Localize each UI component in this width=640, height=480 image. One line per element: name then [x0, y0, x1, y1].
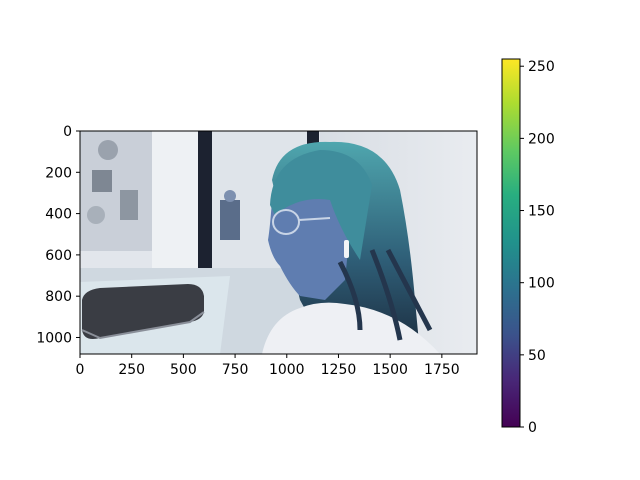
wall-pattern-block [92, 170, 112, 192]
x-tick-label: 1250 [321, 362, 357, 378]
image-frame [79, 130, 478, 355]
colorbar-tick-label: 100 [528, 276, 555, 292]
face [268, 184, 350, 300]
interior-region [152, 131, 202, 281]
colorbar-tick-label: 200 [528, 131, 555, 147]
colorbar-tick-label: 0 [528, 420, 537, 436]
x-axis: 0 250 500 750 1000 1250 1500 1750 [76, 354, 460, 378]
earbud [344, 240, 349, 258]
colorbar-axis: 0 50 100 150 200 250 [520, 59, 555, 436]
glasses-arm [298, 217, 331, 221]
hair-front [270, 150, 372, 260]
y-tick-label: 600 [45, 248, 72, 264]
x-tick-label: 0 [76, 362, 85, 378]
hair-strands [337, 248, 433, 341]
colorbar-tick-label: 250 [528, 59, 555, 75]
y-tick-label: 0 [63, 124, 72, 140]
glasses [272, 209, 300, 235]
colorbar-gradient [502, 59, 520, 427]
door-frame [198, 131, 212, 281]
distant-figure [220, 200, 240, 240]
y-tick-label: 400 [45, 207, 72, 223]
colorbar-frame [501, 58, 521, 428]
y-axis: 0 200 400 600 800 1000 [36, 124, 80, 346]
colorbar: 0 50 100 150 200 250 [501, 58, 555, 436]
colorbar-tick-label: 150 [528, 204, 555, 220]
image-plot [80, 131, 477, 354]
x-tick-label: 500 [170, 362, 197, 378]
x-tick-label: 750 [222, 362, 249, 378]
y-tick-label: 800 [45, 289, 72, 305]
colorbar-tick-label: 50 [528, 348, 546, 364]
x-tick-label: 1500 [372, 362, 408, 378]
distant-figure-head [224, 190, 236, 202]
x-tick-label: 1750 [424, 362, 460, 378]
y-tick-label: 1000 [36, 330, 72, 346]
laptop-case [82, 284, 204, 339]
laptop-case-edge [81, 311, 205, 340]
x-tick-label: 1000 [269, 362, 305, 378]
x-tick-label: 250 [118, 362, 145, 378]
wall-pattern-block [120, 190, 138, 220]
wall-pattern-circle [98, 140, 118, 160]
y-tick-label: 200 [45, 165, 72, 181]
wall-pattern-circle [87, 206, 105, 224]
shirt [262, 302, 440, 354]
